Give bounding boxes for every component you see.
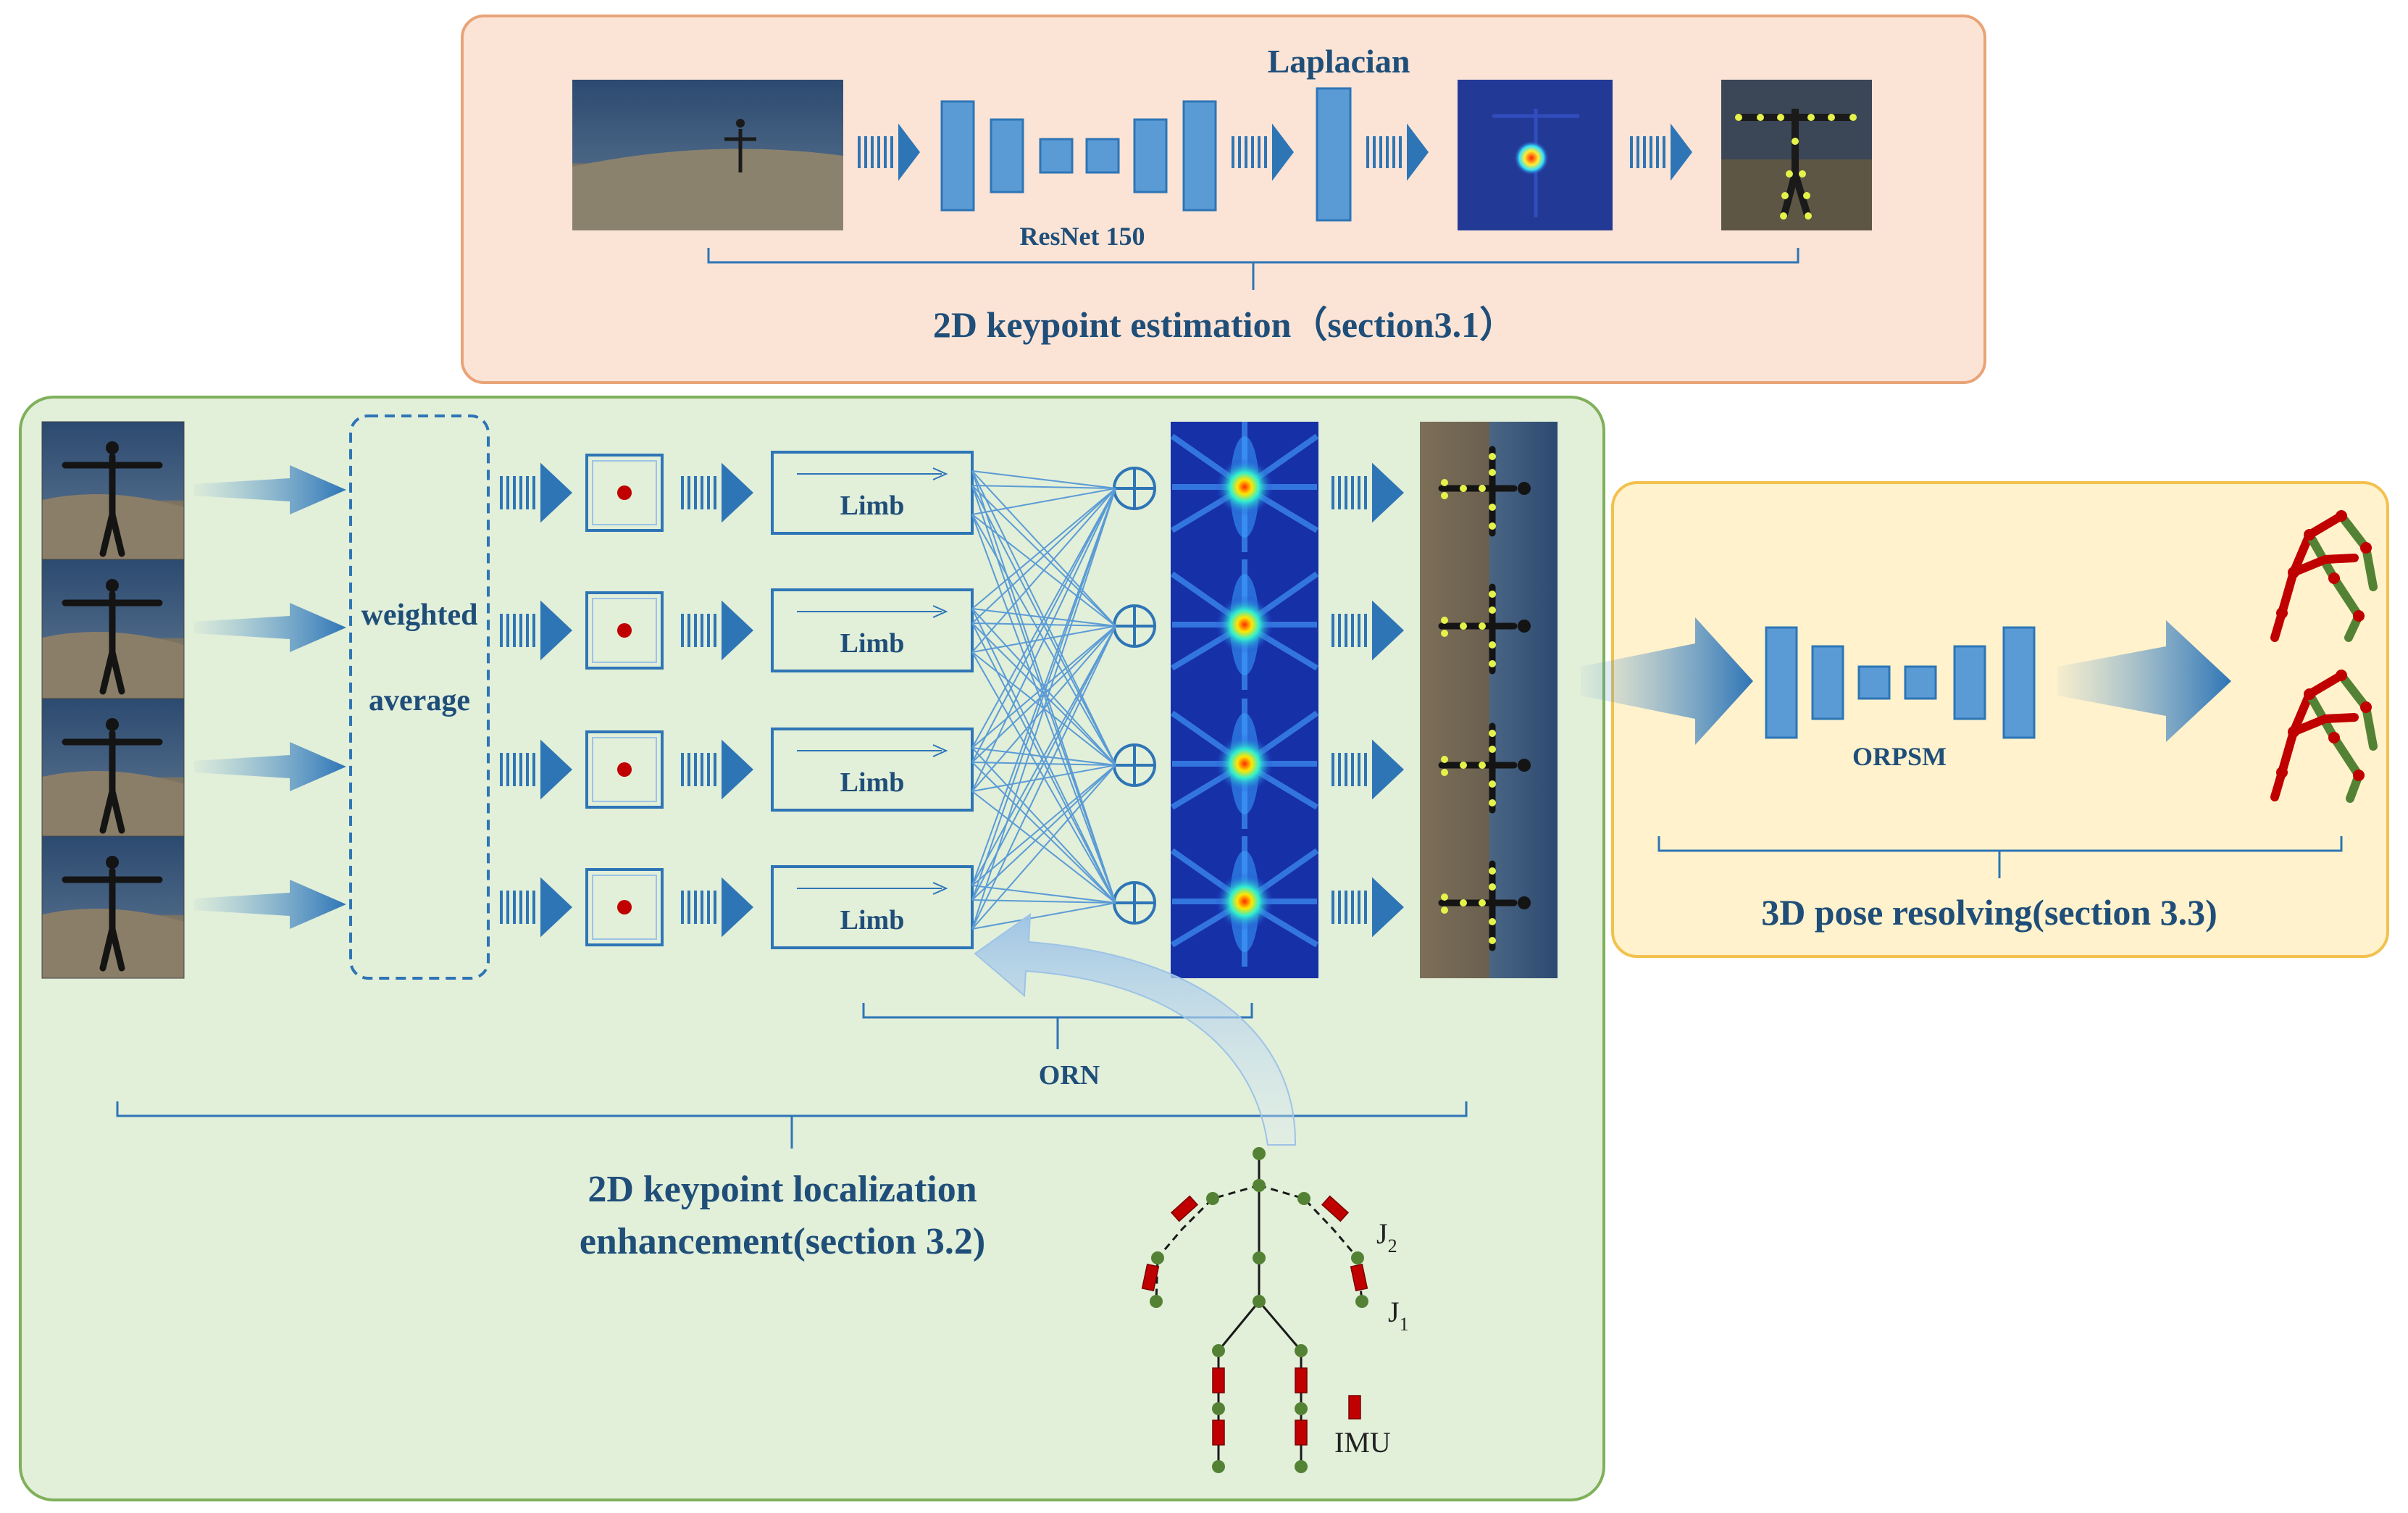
view-arrow: [194, 465, 346, 514]
laplacian-label: Laplacian: [1268, 43, 1410, 80]
right-panel: [1611, 481, 2389, 958]
resnet-label: ResNet 150: [1020, 222, 1145, 251]
imu-feedback-arrow: [974, 912, 1297, 1146]
to-3d-pose-arrow: [2057, 620, 2231, 742]
limb-label: Limb: [840, 767, 905, 798]
to-orpsm-arrow: [1581, 617, 1753, 745]
center-dot: [617, 485, 632, 500]
top-hatched-arrow-4: [1630, 123, 1692, 181]
input-view-photo: [41, 835, 185, 979]
center-kernel: [585, 730, 664, 809]
hatched-arrow: [1331, 739, 1404, 800]
keypoint-view-photo: [1420, 422, 1558, 564]
j1-label: J1: [1388, 1296, 1409, 1335]
center-dot: [617, 623, 632, 638]
weighted-label: weighted: [361, 599, 478, 632]
heatmap: [1170, 559, 1319, 701]
weighted-average-box: [349, 414, 490, 980]
branch-row: Limb: [500, 451, 1404, 535]
hatched-arrow: [1331, 877, 1404, 938]
top-hatched-arrow-3: [1366, 123, 1429, 181]
hatched-arrow: [500, 600, 572, 661]
hatched-arrow: [500, 877, 572, 938]
left-caption-line1: 2D keypoint localization: [588, 1169, 977, 1210]
hatched-arrow: [681, 877, 753, 938]
hatched-arrow: [1331, 462, 1404, 523]
resnet-encoder-decoder: [940, 100, 1217, 212]
view-to-average-arrows: [194, 465, 346, 929]
limb-box: [771, 865, 974, 949]
view-arrow: [194, 742, 346, 791]
limb-label: Limb: [840, 491, 905, 521]
input-views: [41, 421, 185, 979]
limb-box: [771, 451, 974, 535]
3d-pose-output: [2270, 510, 2378, 803]
left-caption-line2: enhancement(section 3.2): [580, 1221, 985, 1262]
center-dot: [617, 762, 632, 777]
heatmap: [1170, 699, 1319, 841]
top-hatched-arrow-2: [1232, 123, 1294, 181]
center-kernel: [585, 868, 664, 946]
right-caption: 3D pose resolving(section 3.3): [1761, 892, 2217, 933]
input-view-photo: [41, 559, 185, 702]
center-kernel: [585, 591, 664, 670]
keypoint-view-photo: [1420, 559, 1558, 701]
orn-connections: [971, 470, 1116, 930]
branch-row: Limb: [500, 865, 1404, 949]
orpsm-network: [1765, 626, 2036, 739]
refined-heatmaps: [1170, 422, 1319, 978]
limb-box: [771, 728, 974, 812]
laplacian-block: [1316, 87, 1352, 222]
center-dot: [617, 900, 632, 914]
hatched-arrow: [500, 739, 572, 800]
right-bracket: [1657, 836, 2343, 878]
orn-label: ORN: [1039, 1060, 1100, 1091]
imu-label: IMU: [1334, 1426, 1391, 1459]
orpsm-label: ORPSM: [1852, 742, 1947, 771]
hatched-arrow: [1331, 600, 1404, 661]
input-view-photo: [41, 421, 185, 564]
view-arrow: [194, 880, 346, 929]
heatmap: [1170, 422, 1319, 564]
input-view-photo: [41, 698, 185, 841]
top-heatmap: [1458, 80, 1613, 230]
limb-label: Limb: [840, 628, 905, 659]
top-bracket: [707, 248, 1799, 290]
top-caption: 2D keypoint estimation（section3.1）: [933, 304, 1516, 345]
view-arrow: [194, 603, 346, 652]
top-input-photo: [572, 80, 843, 230]
hatched-arrow: [681, 739, 753, 800]
top-hatched-arrow-1: [858, 123, 920, 181]
limb-box: [771, 588, 974, 672]
keypoint-view-photo: [1420, 836, 1558, 978]
average-label: average: [369, 684, 470, 717]
hatched-arrow: [681, 600, 753, 661]
branch-row: Limb: [500, 728, 1404, 812]
output-keypoint-views: [1420, 422, 1558, 978]
hatched-arrow: [500, 462, 572, 523]
heatmap: [1170, 836, 1319, 978]
j2-label: J2: [1376, 1217, 1397, 1256]
left-bracket: [116, 1101, 1468, 1149]
orn-bracket: [862, 1003, 1253, 1049]
keypoint-view-photo: [1420, 699, 1558, 841]
imu-skeleton: J2 J1 IMU: [1141, 1147, 1409, 1473]
limb-label: Limb: [840, 905, 905, 935]
top-output-keypoints: [1721, 80, 1872, 230]
hatched-arrow: [681, 462, 753, 523]
branch-row: Limb: [500, 588, 1404, 672]
center-kernel: [585, 454, 664, 532]
